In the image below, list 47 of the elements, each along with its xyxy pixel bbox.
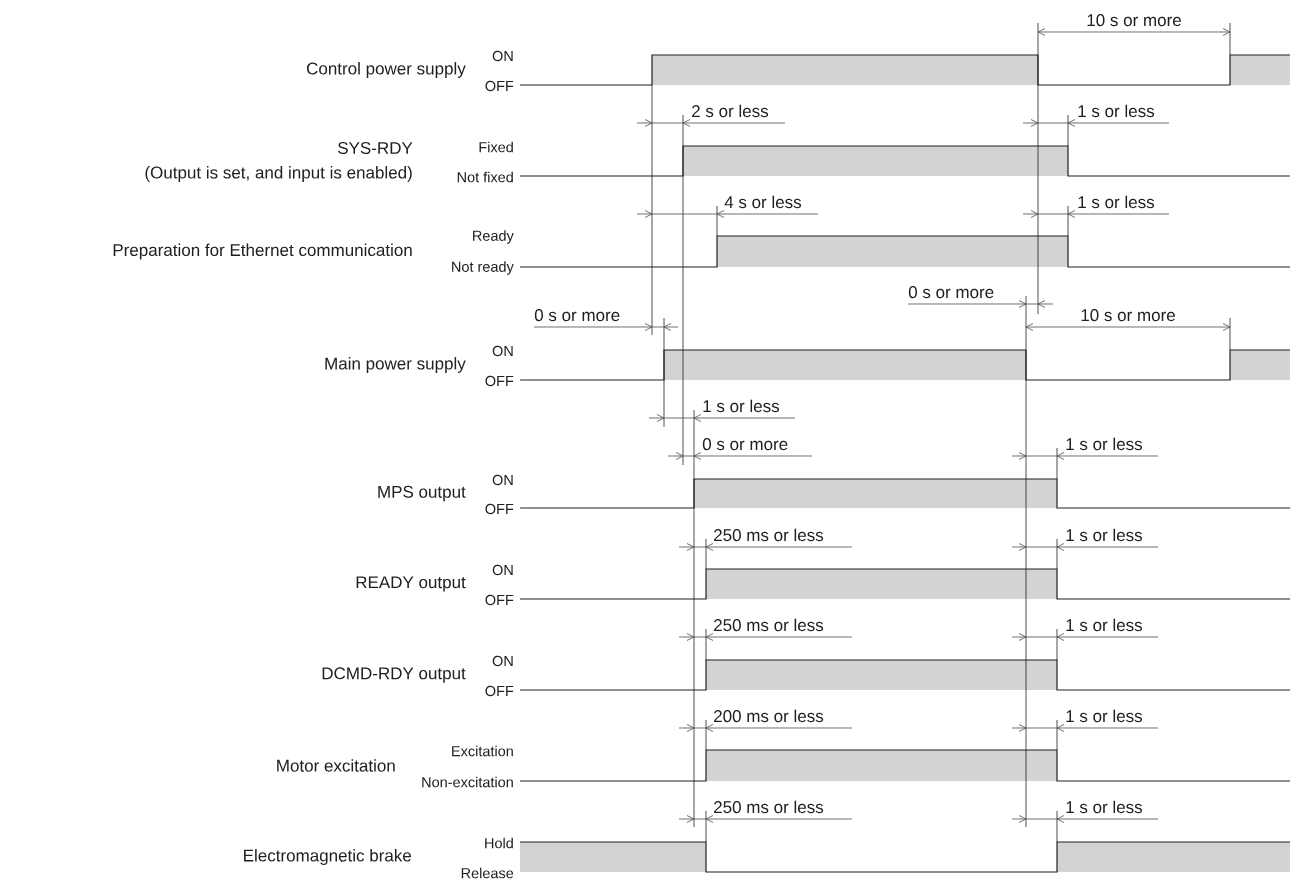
time-label: 250 ms or less [714,800,824,814]
signal-name: Preparation for Ethernet communication [113,243,412,260]
state-label: ON [492,655,513,667]
signal-name: READY output [356,576,466,592]
time-label: 1 s or less [1066,528,1143,542]
state-label: ON [492,345,513,357]
state-label: OFF [485,685,514,697]
state-label: Not fixed [457,171,513,183]
state-label: OFF [485,503,514,515]
time-label: 1 s or less [1066,709,1143,723]
time-label: 10 s or more [1081,309,1175,322]
state-label: OFF [485,594,514,606]
time-label: 250 ms or less [714,528,824,542]
state-label: ON [492,50,513,62]
time-label: 4 s or less [724,195,802,209]
time-label: 10 s or more [1087,14,1181,27]
signal-name: DCMD-RDY output [322,667,466,683]
time-label: 1 s or less [1078,104,1155,118]
signal-name: SYS-RDY [338,142,413,154]
state-label: Hold [485,837,513,849]
time-label: 200 ms or less [714,709,824,723]
state-label: Non-excitation [422,776,513,788]
time-label: 1 s or less [1078,195,1155,209]
time-label: 1 s or less [1066,800,1143,814]
time-label: 0 s or more [702,438,788,451]
signal-name: Control power supply [307,62,466,78]
time-label: 0 s or more [908,286,994,299]
signal-name: MPS output [378,485,466,502]
state-label: OFF [485,80,514,92]
time-label: 1 s or less [703,399,780,413]
state-label: ON [492,474,513,486]
time-label: 0 s or more [534,309,620,322]
state-label: Fixed [479,141,513,153]
state-label: OFF [485,375,514,387]
state-label: Not ready [452,261,514,275]
state-label: ON [492,564,513,576]
signal-name: (Output is set, and input is enabled) [145,166,412,182]
signal-name: Electromagnetic brake [244,849,411,865]
signal-name: Motor excitation [277,759,395,772]
time-label: 250 ms or less [714,618,824,632]
time-label: 2 s or less [692,104,769,118]
signal-name: Main power supply [325,357,466,373]
time-label: 1 s or less [1066,618,1143,632]
time-label: 1 s or less [1066,437,1143,451]
state-label: Excitation [452,745,513,757]
state-label: Release [461,867,514,879]
state-label: Ready [473,230,514,244]
